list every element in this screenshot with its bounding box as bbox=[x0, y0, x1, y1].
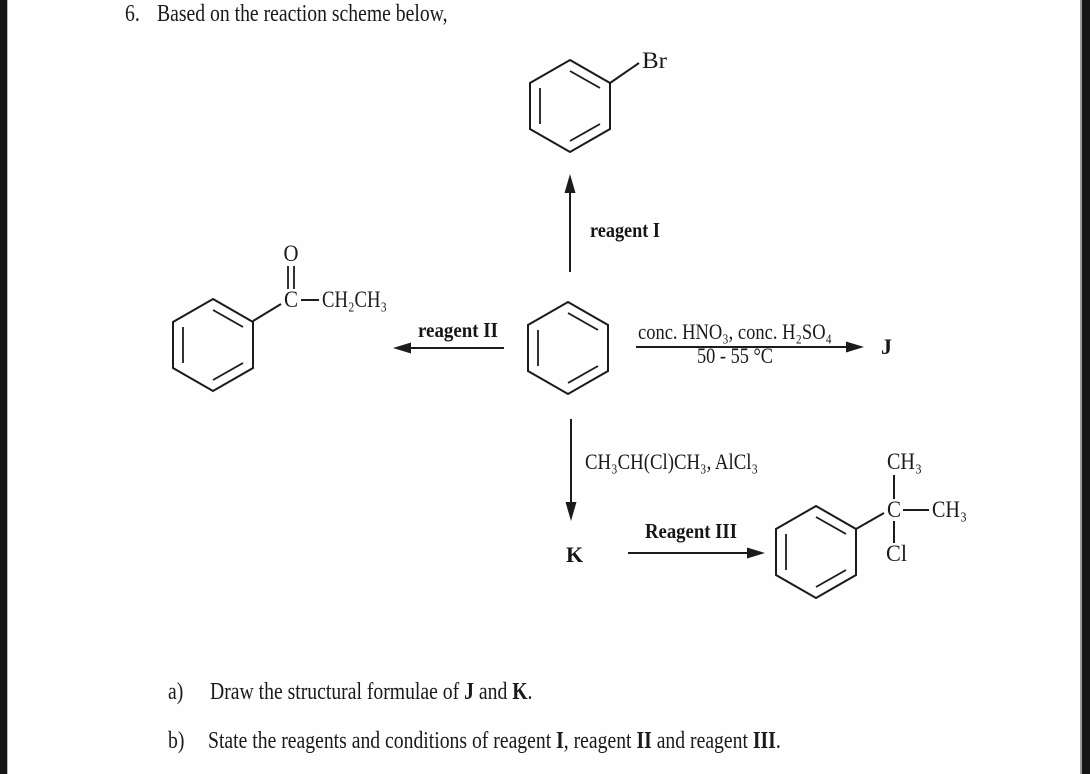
chlorine-label: Cl bbox=[886, 541, 907, 566]
nitration-reagents-label: conc. HNO₃, conc. H₂SO₄ bbox=[638, 319, 832, 344]
ethyl-label: CH₂CH₃ bbox=[322, 287, 387, 312]
arrow-right bbox=[636, 341, 864, 353]
reagent-ii-label: reagent II bbox=[418, 318, 498, 342]
question-b-marker: b) bbox=[168, 728, 185, 754]
question-b-bold-i: I bbox=[556, 728, 564, 754]
br-bond bbox=[609, 62, 640, 84]
arrow-down bbox=[565, 419, 577, 521]
question-b-bold-iii: III bbox=[752, 728, 776, 754]
benzene-ring-propiophenone bbox=[172, 297, 254, 393]
carbonyl-carbon-label: C bbox=[284, 287, 298, 312]
question-b-part: , reagent bbox=[563, 728, 637, 754]
question-number: 6. bbox=[125, 1, 140, 27]
nitration-conditions-label: 50 - 55 °C bbox=[697, 343, 773, 368]
benzene-ring-central bbox=[527, 300, 609, 396]
question-a-part: . bbox=[527, 679, 533, 705]
product-j-label: J bbox=[881, 334, 892, 359]
question-b-part: and reagent bbox=[651, 728, 753, 754]
arrow-up bbox=[564, 174, 576, 272]
question-title: Based on the reaction scheme below, bbox=[157, 1, 448, 27]
ring-quaternary-bond bbox=[855, 512, 885, 530]
ring-carbonyl-bond bbox=[252, 303, 282, 322]
question-b-text: State the reagents and conditions of rea… bbox=[208, 729, 781, 753]
product-k-label: K bbox=[566, 542, 583, 567]
methyl-top-label: CH₃ bbox=[887, 449, 922, 474]
question-a-part: and bbox=[473, 679, 513, 705]
arrow-k-to-product bbox=[628, 547, 765, 559]
left-edge-bar bbox=[0, 0, 8, 774]
question-b-part: State the reagents and conditions of rea… bbox=[208, 728, 557, 754]
methyl-right-label: CH₃ bbox=[932, 497, 967, 522]
question-a-bold-k: K bbox=[512, 679, 528, 705]
question-a-text: Draw the structural formulae of J and K. bbox=[210, 680, 532, 704]
br-label: Br bbox=[642, 48, 667, 73]
arrow-left bbox=[393, 342, 504, 354]
question-a-bold-j: J bbox=[464, 679, 474, 705]
question-a-part: Draw the structural formulae of bbox=[210, 679, 465, 705]
question-b-bold-ii: II bbox=[636, 728, 652, 754]
quaternary-carbon-label: C bbox=[887, 497, 901, 522]
carbonyl-oxygen-label: O bbox=[284, 241, 299, 266]
alkylation-reagents-label: CH₃CH(Cl)CH₃, AlCl₃ bbox=[585, 449, 758, 474]
benzene-ring-bromobenzene bbox=[529, 58, 611, 154]
right-edge-bar bbox=[1080, 0, 1090, 774]
reagent-i-label: reagent I bbox=[590, 218, 660, 242]
question-a-marker: a) bbox=[168, 679, 184, 705]
benzene-ring-product bbox=[775, 504, 857, 600]
question-b-part: . bbox=[775, 728, 781, 754]
carbonyl-double-bond bbox=[287, 266, 295, 289]
reagent-iii-label: Reagent III bbox=[645, 519, 737, 543]
